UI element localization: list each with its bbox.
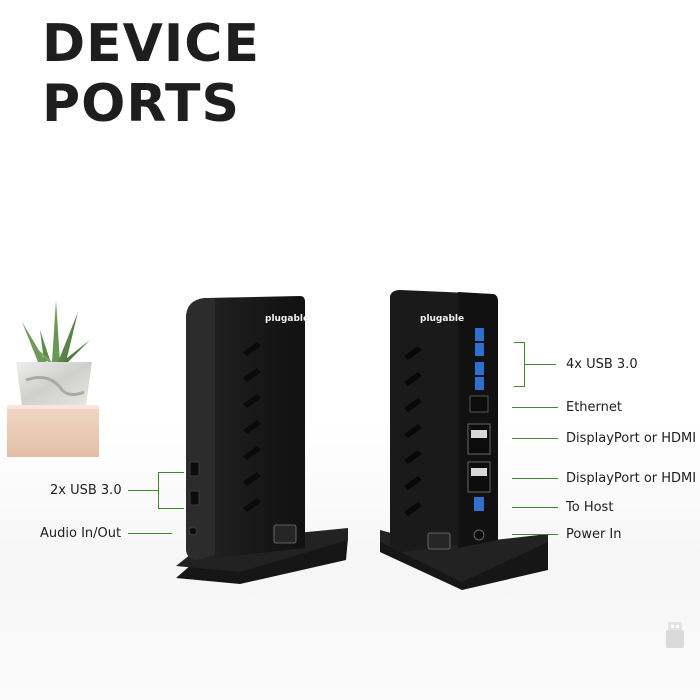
callout-tick-left-usb-top xyxy=(158,472,184,473)
label-right-usb: 4x USB 3.0 xyxy=(566,357,638,372)
usb-icon xyxy=(666,622,684,648)
label-host: To Host xyxy=(566,500,614,515)
title-line-2: PORTS xyxy=(42,74,240,134)
label-display-2: DisplayPort or HDMI xyxy=(566,471,697,486)
dock-left-view: plugable xyxy=(176,296,348,584)
brand-logo-right: plugable xyxy=(420,314,464,324)
title-line-1: DEVICE xyxy=(42,14,260,74)
callout-tick-left-usb-bottom xyxy=(158,508,184,509)
callout-line-power xyxy=(512,534,558,535)
label-left-audio: Audio In/Out xyxy=(40,526,122,541)
callout-line-display-2 xyxy=(512,478,558,479)
label-display-1: DisplayPort or HDMI xyxy=(566,431,697,446)
callout-line-host xyxy=(512,507,558,508)
label-ethernet: Ethernet xyxy=(566,400,622,415)
plant-icon xyxy=(7,300,99,457)
callout-line-left-audio xyxy=(128,533,172,534)
callout-line-left-usb xyxy=(128,490,158,491)
callout-tick-right-usb-bottom xyxy=(514,386,524,387)
dock-right-view: plugable xyxy=(380,290,548,590)
page-title: DEVICE PORTS xyxy=(42,14,260,134)
callout-line-ethernet xyxy=(512,407,558,408)
label-left-usb: 2x USB 3.0 xyxy=(50,483,122,498)
callout-line-right-usb xyxy=(524,364,556,365)
callout-tick-right-usb-top xyxy=(514,342,524,343)
brand-logo-left: plugable xyxy=(265,314,309,324)
callout-bracket-left-usb xyxy=(158,472,159,509)
callout-line-display-1 xyxy=(512,438,558,439)
label-power: Power In xyxy=(566,527,622,542)
